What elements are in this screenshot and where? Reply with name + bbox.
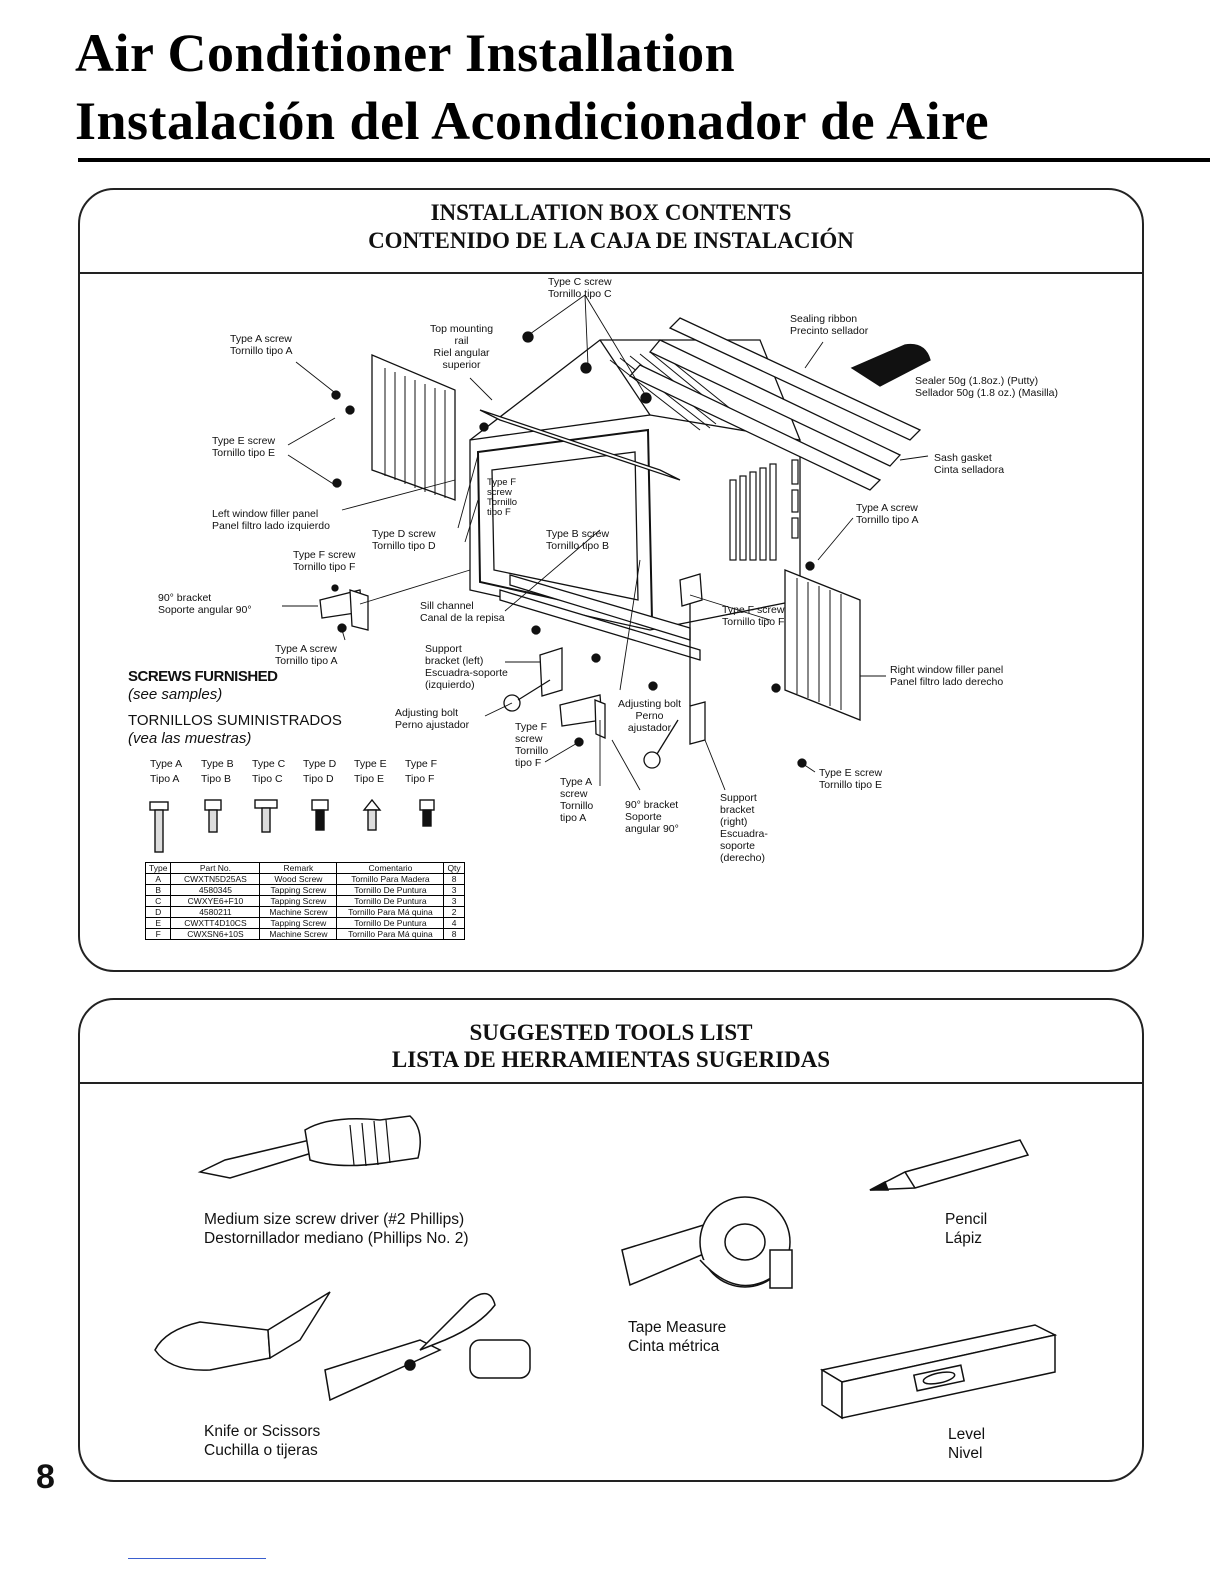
table-header-row: Type Part No. Remark Comentario Qty (144, 862, 465, 874)
panel-header-es: CONTENIDO DE LA CAJA DE INSTALACIÓN (368, 228, 854, 253)
title-divider (78, 158, 1210, 162)
screwdriver-icon (197, 1115, 421, 1179)
footer-link-underline (128, 1558, 266, 1559)
knife-icon (154, 1291, 331, 1371)
tools-panel-header: SUGGESTED TOOLS LIST LISTA DE HERRAMIENT… (80, 1000, 1142, 1084)
screw-samples (149, 798, 435, 853)
type-f-screw-icon (419, 799, 435, 827)
tools-header-en: SUGGESTED TOOLS LIST (469, 1020, 753, 1045)
type-b-screw-icon (204, 799, 222, 833)
page-title-spanish: Instalación del Acondicionador de Aire (75, 91, 990, 151)
tools-header-es: LISTA DE HERRAMIENTAS SUGERIDAS (391, 1047, 831, 1072)
type-d-screw-icon (311, 799, 329, 831)
label-screwdriver: Medium size screw driver (#2 Phillips)De… (204, 1211, 469, 1247)
level-icon (819, 1324, 1058, 1420)
type-a-screw-icon (149, 801, 169, 853)
scissors-icon (324, 1292, 531, 1402)
tornillos-suministrados-heading: TORNILLOS SUMINISTRADOS (vea las muestra… (128, 712, 342, 747)
suggested-tools-panel: SUGGESTED TOOLS LIST LISTA DE HERRAMIENT… (78, 998, 1144, 1482)
page-title: Air Conditioner Installation (75, 23, 736, 83)
pencil-icon (869, 1139, 1030, 1191)
panel-header: INSTALLATION BOX CONTENTS CONTENIDO DE L… (80, 190, 1142, 274)
tape-measure-icon (621, 1196, 793, 1289)
page-number: 8 (36, 1458, 55, 1496)
type-c-screw-icon (254, 799, 278, 833)
label-sealer: Sealer 50g (1.8oz.) (Putty)Sellador 50g … (915, 375, 1058, 399)
type-e-screw-icon (362, 798, 382, 831)
installation-box-contents-panel: INSTALLATION BOX CONTENTS CONTENIDO DE L… (78, 188, 1144, 972)
panel-header-en: INSTALLATION BOX CONTENTS (430, 200, 792, 225)
screws-furnished-heading: SCREWS FURNISHED (see samples) (128, 668, 278, 703)
